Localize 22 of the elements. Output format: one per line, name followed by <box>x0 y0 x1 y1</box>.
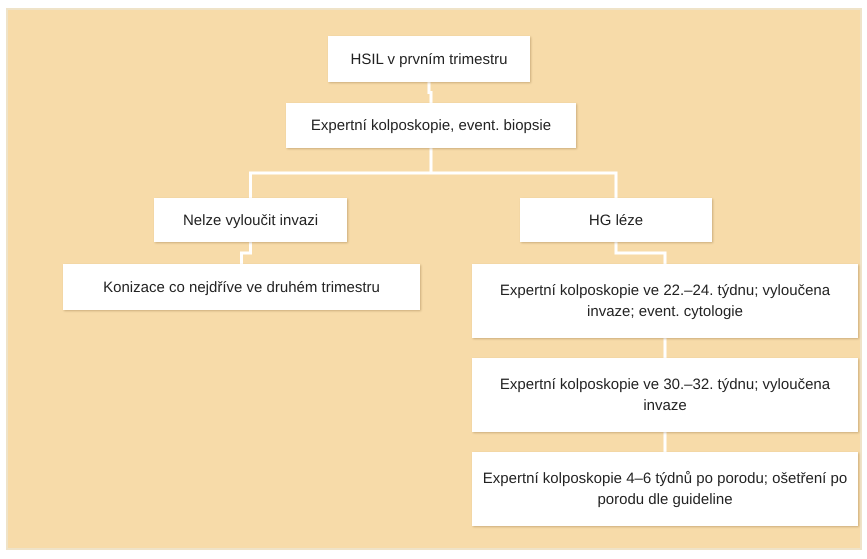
box-text: Konizace co nejdříve ve druhém trimestru <box>103 278 380 298</box>
process-box <box>472 452 858 526</box>
process-box <box>472 264 858 338</box>
box-text: HG léze <box>588 210 644 230</box>
connector-line <box>664 432 666 452</box>
box-text: Expertní kolposkopie, event. biopsie <box>310 116 552 136</box>
connector-line <box>428 82 432 103</box>
process-box <box>520 198 712 242</box>
box-text: HSIL v prvním trimestru <box>350 50 508 70</box>
process-box <box>472 358 858 432</box>
connector-line <box>430 148 618 198</box>
connector-line <box>614 242 666 264</box>
box-text: Expertní kolposkopie ve 30.–32. týdnu; vyloučena invaze <box>498 375 832 416</box>
process-box <box>328 36 530 82</box>
box-text: Expertní kolposkopie 4–6 týdnů po porodu; ošetření po porodu dle guideline <box>482 469 848 510</box>
box-text: Expertní kolposkopie ve 22.–24. týdnu; vyloučena invaze; event. cytologie <box>498 281 832 322</box>
box-text: Nelze vyloučit invazi <box>182 210 318 230</box>
process-box <box>63 264 420 310</box>
connector-line <box>664 338 666 358</box>
process-box <box>286 103 576 148</box>
process-box <box>154 198 347 242</box>
connector-line <box>240 242 252 264</box>
